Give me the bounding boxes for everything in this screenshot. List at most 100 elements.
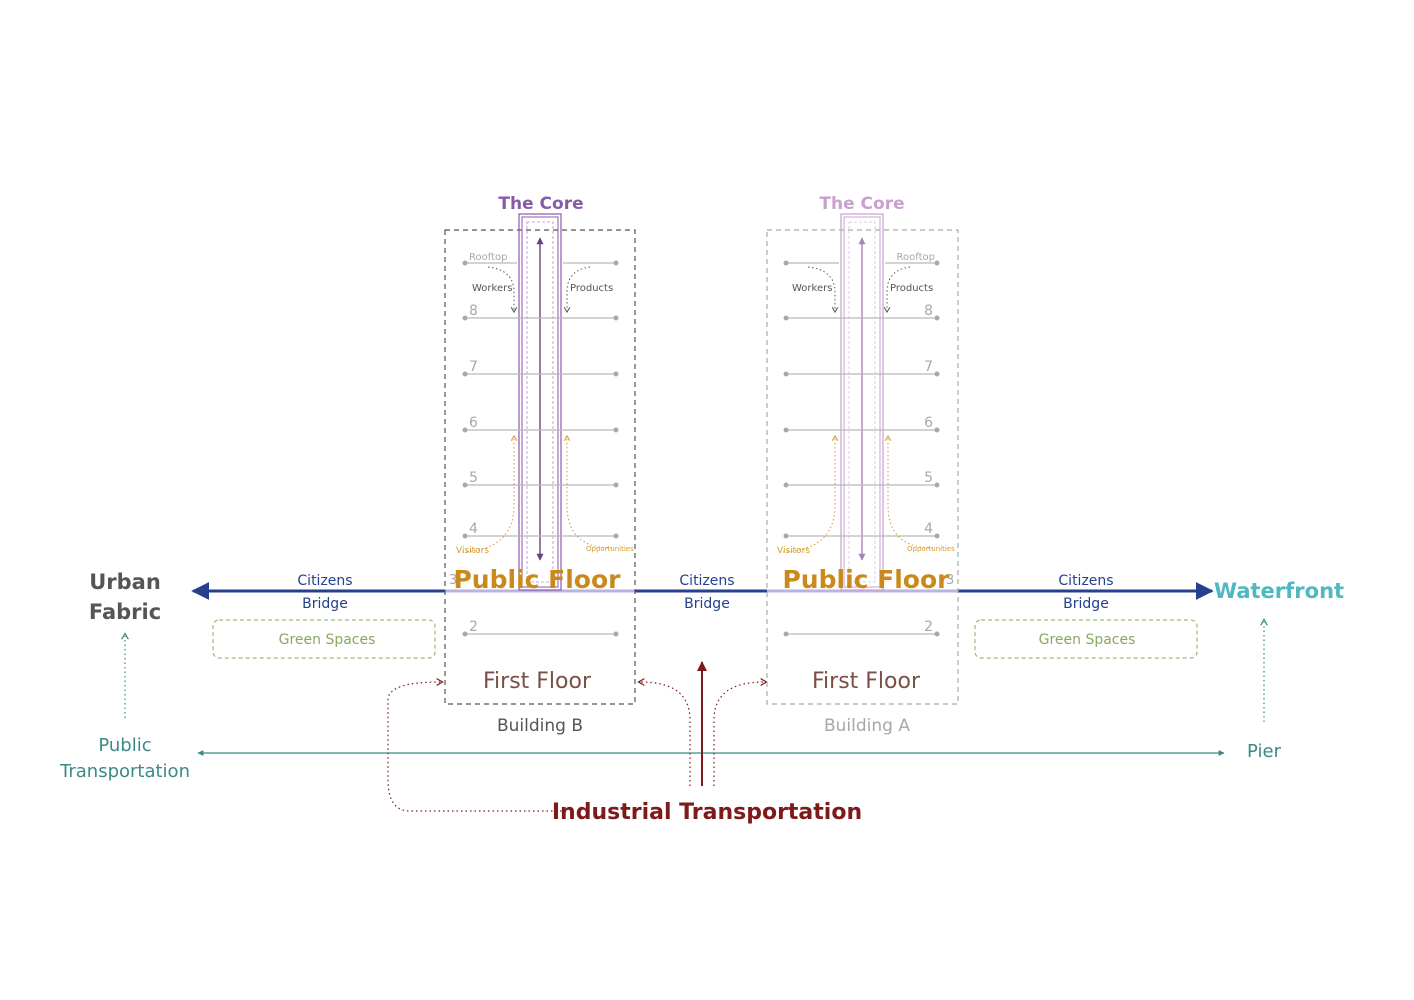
b-visitors-label: Visitors (456, 546, 489, 556)
building-a: The Core 8 7 6 5 4 3 2 Rooftop Workers P… (766, 194, 959, 736)
public-transport-label-1: Public (98, 735, 151, 756)
a-floor-number-4: 4 (924, 521, 933, 537)
building-b-name: Building B (497, 716, 583, 736)
b-rooftop-label: Rooftop (469, 252, 507, 263)
building-a-core-inner (843, 216, 881, 588)
b-opportunities-arrow (563, 434, 613, 549)
b-first-floor-label: First Floor (483, 669, 592, 694)
building-b-core-outer (518, 213, 562, 591)
a-products-label: Products (890, 283, 933, 294)
bridge-right-label-1: Citizens (1058, 573, 1113, 589)
building-b-core-inner (521, 216, 559, 588)
a-opportunities-arrow (884, 434, 934, 549)
a-rooftop-dot-right (934, 260, 940, 266)
b-floor-5-dot-left (462, 482, 468, 488)
b-floor-7-dot-left (462, 371, 468, 377)
building-a-name: Building A (824, 716, 910, 736)
a-floor-6-dot-left (783, 427, 789, 433)
bridge-center-label-1: Citizens (679, 573, 734, 589)
a-floor-2-dot-right (934, 631, 940, 637)
bridge-left-label-2: Bridge (302, 596, 348, 612)
bridge-left-label-1: Citizens (297, 573, 352, 589)
a-floor-4-dot-left (783, 533, 789, 539)
a-products-arrow (883, 266, 911, 314)
b-floor-2-dot-left (462, 631, 468, 637)
building-b: The Core 8 7 6 5 4 3 2 Rooftop Workers (444, 194, 636, 736)
b-floor-6-dot-left (462, 427, 468, 433)
a-public-floor-label: Public Floor (782, 565, 950, 594)
bridge-right-label-2: Bridge (1063, 596, 1109, 612)
green-space-left-label: Green Spaces (279, 632, 376, 648)
a-floor-number-6: 6 (924, 415, 933, 431)
building-a-core-shaft (848, 221, 876, 583)
b-floor-number-2: 2 (469, 619, 478, 635)
building-a-outline (766, 229, 959, 705)
building-b-core-label: The Core (498, 194, 583, 214)
b-rooftop-dot-right (613, 260, 619, 266)
a-workers-label: Workers (792, 283, 832, 294)
urban-fabric-label-1: Urban (89, 570, 161, 594)
a-floor-4-dot-right (934, 533, 940, 539)
b-floor-number-4: 4 (469, 521, 478, 537)
b-floor-2-dot-right (613, 631, 619, 637)
a-floor-7-dot-left (783, 371, 789, 377)
a-floor-5-dot-left (783, 482, 789, 488)
b-visitors-arrow (461, 434, 518, 553)
b-floor-8-dot-right (613, 315, 619, 321)
building-b-outline (444, 229, 636, 705)
a-floor-number-7: 7 (924, 359, 933, 375)
b-floor-7-dot-right (613, 371, 619, 377)
a-floor-number-2: 2 (924, 619, 933, 635)
b-floor-6-dot-right (613, 427, 619, 433)
building-b-core-shaft (526, 221, 554, 583)
b-products-arrow (563, 266, 591, 314)
industrial-to-building-b-left (387, 678, 566, 812)
building-a-core-outer (840, 213, 884, 591)
b-rooftop-dot-left (462, 260, 468, 266)
b-public-floor-label: Public Floor (453, 565, 621, 594)
b-floor-4-dot-left (462, 533, 468, 539)
b-opportunities-label: Opportunities (586, 545, 634, 553)
industrial-to-building-b-right (637, 678, 691, 786)
industrial-transport-label: Industrial Transportation (552, 800, 862, 825)
a-visitors-arrow (782, 434, 839, 553)
b-floor-number-5: 5 (469, 470, 478, 486)
a-floor-5-dot-right (934, 482, 940, 488)
a-visitors-label: Visitors (777, 546, 810, 556)
a-floor-number-5: 5 (924, 470, 933, 486)
a-rooftop-label: Rooftop (897, 252, 935, 263)
industrial-to-building-a (713, 678, 768, 786)
a-floor-6-dot-right (934, 427, 940, 433)
a-workers-arrow (807, 266, 839, 314)
b-workers-label: Workers (472, 283, 512, 294)
a-opportunities-label: Opportunities (907, 545, 955, 553)
green-space-left (212, 619, 436, 659)
a-floor-number-3: 3 (946, 573, 954, 588)
green-space-right (974, 619, 1198, 659)
b-floor-8-dot-left (462, 315, 468, 321)
b-floor-5-dot-right (613, 482, 619, 488)
b-floor-4-dot-right (613, 533, 619, 539)
a-floor-8-dot-left (783, 315, 789, 321)
b-floor-number-6: 6 (469, 415, 478, 431)
waterfront-label: Waterfront (1214, 579, 1344, 603)
pier-label: Pier (1247, 741, 1282, 762)
b-workers-arrow (487, 266, 518, 314)
a-rooftop-dot-left (783, 260, 789, 266)
industrial-transport-arrows (387, 661, 768, 812)
green-space-right-label: Green Spaces (1039, 632, 1136, 648)
b-floor-number-7: 7 (469, 359, 478, 375)
building-a-core-label: The Core (819, 194, 904, 214)
a-first-floor-label: First Floor (812, 669, 921, 694)
public-transport-label-2: Transportation (59, 761, 190, 782)
a-floor-8-dot-right (934, 315, 940, 321)
a-floor-number-8: 8 (924, 303, 933, 319)
bridge-center-label-2: Bridge (684, 596, 730, 612)
b-floor-number-3: 3 (449, 573, 457, 588)
b-products-label: Products (570, 283, 613, 294)
a-floor-7-dot-right (934, 371, 940, 377)
a-floor-2-dot-left (783, 631, 789, 637)
b-floor-number-8: 8 (469, 303, 478, 319)
urban-fabric-label-2: Fabric (89, 600, 161, 624)
